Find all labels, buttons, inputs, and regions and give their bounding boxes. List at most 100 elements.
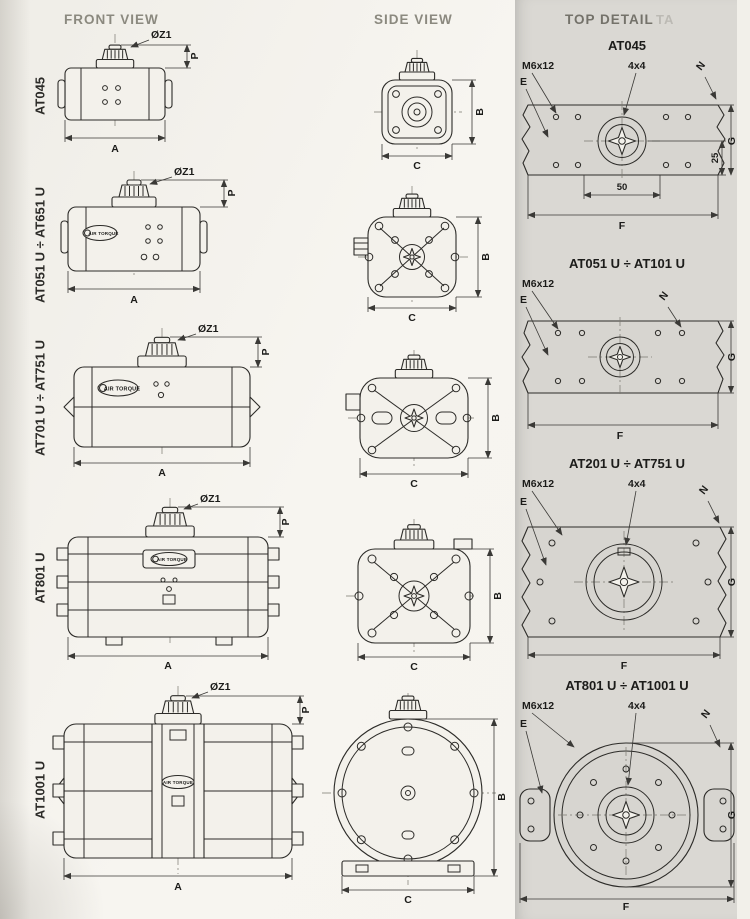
top-detail-title: AT801 U ÷ AT1001 U	[565, 678, 689, 693]
pinion-cap	[388, 695, 428, 720]
model-label-at701u: AT701 U ÷ AT751 U	[32, 340, 48, 456]
top-detail-title: AT045	[607, 38, 647, 53]
model-label-at051u: AT051 U ÷ AT651 U	[32, 187, 48, 303]
dim-p-label: P	[189, 52, 201, 59]
dim-p-label: P	[260, 348, 272, 355]
dim-f-label: F	[623, 901, 630, 913]
top-detail-at045-drawing: M6x12 E 4x4 N 25 G 50 F	[520, 59, 738, 232]
end-cap-face	[382, 80, 452, 144]
dim-f-label: F	[619, 220, 626, 232]
dim-25-label: 25	[710, 152, 721, 163]
actuator-body	[58, 68, 172, 120]
top-detail-section-at201u: AT201 U ÷ AT751 U M6x12 E 4x4 N G	[518, 456, 738, 675]
dim-z1-label: ØZ1	[200, 493, 221, 505]
model-label-at045: AT045	[32, 76, 48, 116]
dim-z1-label: ØZ1	[198, 323, 219, 335]
dim-c-label: C	[410, 478, 418, 490]
model-label-at801u: AT801 U	[32, 552, 48, 604]
actuator-body	[64, 367, 260, 447]
dim-50-label: 50	[617, 182, 628, 193]
top-detail-section-at801u: AT801 U ÷ AT1001 U M6x12 E 4x4 N	[518, 678, 738, 913]
brand-logo: AIR TORQUE	[83, 226, 118, 241]
front-view-at1001u-drawing: AIR TORQUE ØZ1 P A	[50, 681, 312, 893]
dim-n-label: N	[699, 707, 713, 720]
top-detail-at801u-drawing: M6x12 E 4x4 N G F	[519, 700, 738, 913]
dim-z1-label: ØZ1	[174, 166, 195, 178]
dim-a-label: A	[158, 467, 166, 479]
dim-b-label: B	[496, 793, 508, 801]
side-view-at045-drawing: B C	[354, 44, 486, 172]
front-view-at051u-drawing: AIR TORQUE ØZ1 P A	[56, 166, 238, 306]
dim-p-label: P	[300, 706, 312, 713]
front-view-at045-drawing: ØZ1 P A	[55, 29, 201, 155]
dim-4x4-label: 4x4	[628, 700, 646, 712]
model-label-at1001u: AT1001 U	[32, 760, 48, 820]
dim-b-label: B	[492, 592, 504, 600]
dim-g-label: G	[726, 811, 738, 819]
brand-logo: AIR TORQUE	[98, 380, 140, 396]
dim-n-label: N	[697, 483, 711, 496]
actuator-body	[61, 207, 207, 271]
front-view-at801u-drawing: AIR TORQUE ØZ1 P A	[50, 493, 292, 672]
pinion-cap	[95, 44, 135, 69]
top-detail-section-at045: AT045 M6x12 E 4x4 N 25 G	[518, 38, 738, 253]
front-view-at701u-drawing: AIR TORQUE ØZ1 P A	[60, 323, 272, 479]
page-edge-shadow	[0, 0, 30, 919]
brand-text: AIR TORQUE	[104, 387, 141, 393]
page-right-margin	[737, 0, 750, 919]
dim-b-label: B	[480, 253, 492, 261]
dim-4x4-label: 4x4	[628, 60, 646, 72]
top-detail-at051u-drawing: M6x12 E N G F	[520, 278, 738, 442]
dim-m6x12-label: M6x12	[522, 60, 554, 72]
side-view-at051u-drawing: B C	[340, 182, 492, 324]
dim-m6x12-label: M6x12	[522, 700, 554, 712]
dim-m6x12-label: M6x12	[522, 278, 554, 290]
pinion-cap	[137, 336, 187, 368]
dim-4x4-label: 4x4	[628, 478, 646, 490]
bleedthrough-watermark: TA	[656, 12, 675, 27]
dim-c-label: C	[404, 894, 412, 906]
pinion-cap	[111, 179, 157, 208]
dim-c-label: C	[413, 160, 421, 172]
dim-e-label: E	[520, 294, 527, 306]
dim-f-label: F	[617, 430, 624, 442]
end-cap-face	[334, 719, 482, 876]
dim-a-label: A	[164, 660, 172, 672]
dim-f-label: F	[621, 660, 628, 672]
brand-text: AIR TORQUE	[157, 557, 187, 562]
brand-text: AIR TORQUE	[88, 231, 118, 236]
pinion-cap	[145, 506, 195, 538]
dim-p-label: P	[226, 189, 238, 196]
brand-logo: AIR TORQUE	[143, 550, 195, 568]
pinion-cap	[154, 695, 202, 725]
top-detail-section-at051u: AT051 U ÷ AT101 U M6x12 E N G F	[518, 256, 738, 453]
pinion-cap	[398, 57, 436, 81]
dim-a-label: A	[111, 143, 119, 155]
dim-p-label: P	[280, 518, 292, 525]
dim-a-label: A	[130, 294, 138, 306]
dim-e-label: E	[520, 496, 527, 508]
actuator-body	[57, 537, 279, 645]
pinion-cap	[394, 354, 434, 379]
dim-g-label: G	[726, 137, 738, 145]
dim-n-label: N	[694, 59, 708, 72]
dim-c-label: C	[410, 661, 418, 673]
side-view-at701u-drawing: B C	[334, 346, 502, 490]
dim-b-label: B	[474, 108, 486, 116]
front-view-header: FRONT VIEW	[64, 12, 159, 27]
dim-g-label: G	[726, 353, 738, 361]
brand-logo: AIR TORQUE	[162, 776, 194, 789]
side-view-at1001u-drawing: B C	[314, 689, 508, 906]
dim-z1-label: ØZ1	[210, 681, 231, 693]
dim-e-label: E	[520, 718, 527, 730]
dim-b-label: B	[490, 414, 502, 422]
dim-n-label: N	[657, 289, 671, 302]
side-view-header: SIDE VIEW	[374, 12, 453, 27]
dim-z1-label: ØZ1	[151, 29, 172, 41]
top-detail-header: TOP DETAIL	[565, 12, 654, 27]
pinion-cap	[392, 193, 432, 218]
top-detail-title: AT201 U ÷ AT751 U	[569, 456, 685, 471]
pinion-cap	[393, 524, 435, 550]
top-detail-title: AT051 U ÷ AT101 U	[569, 256, 685, 271]
